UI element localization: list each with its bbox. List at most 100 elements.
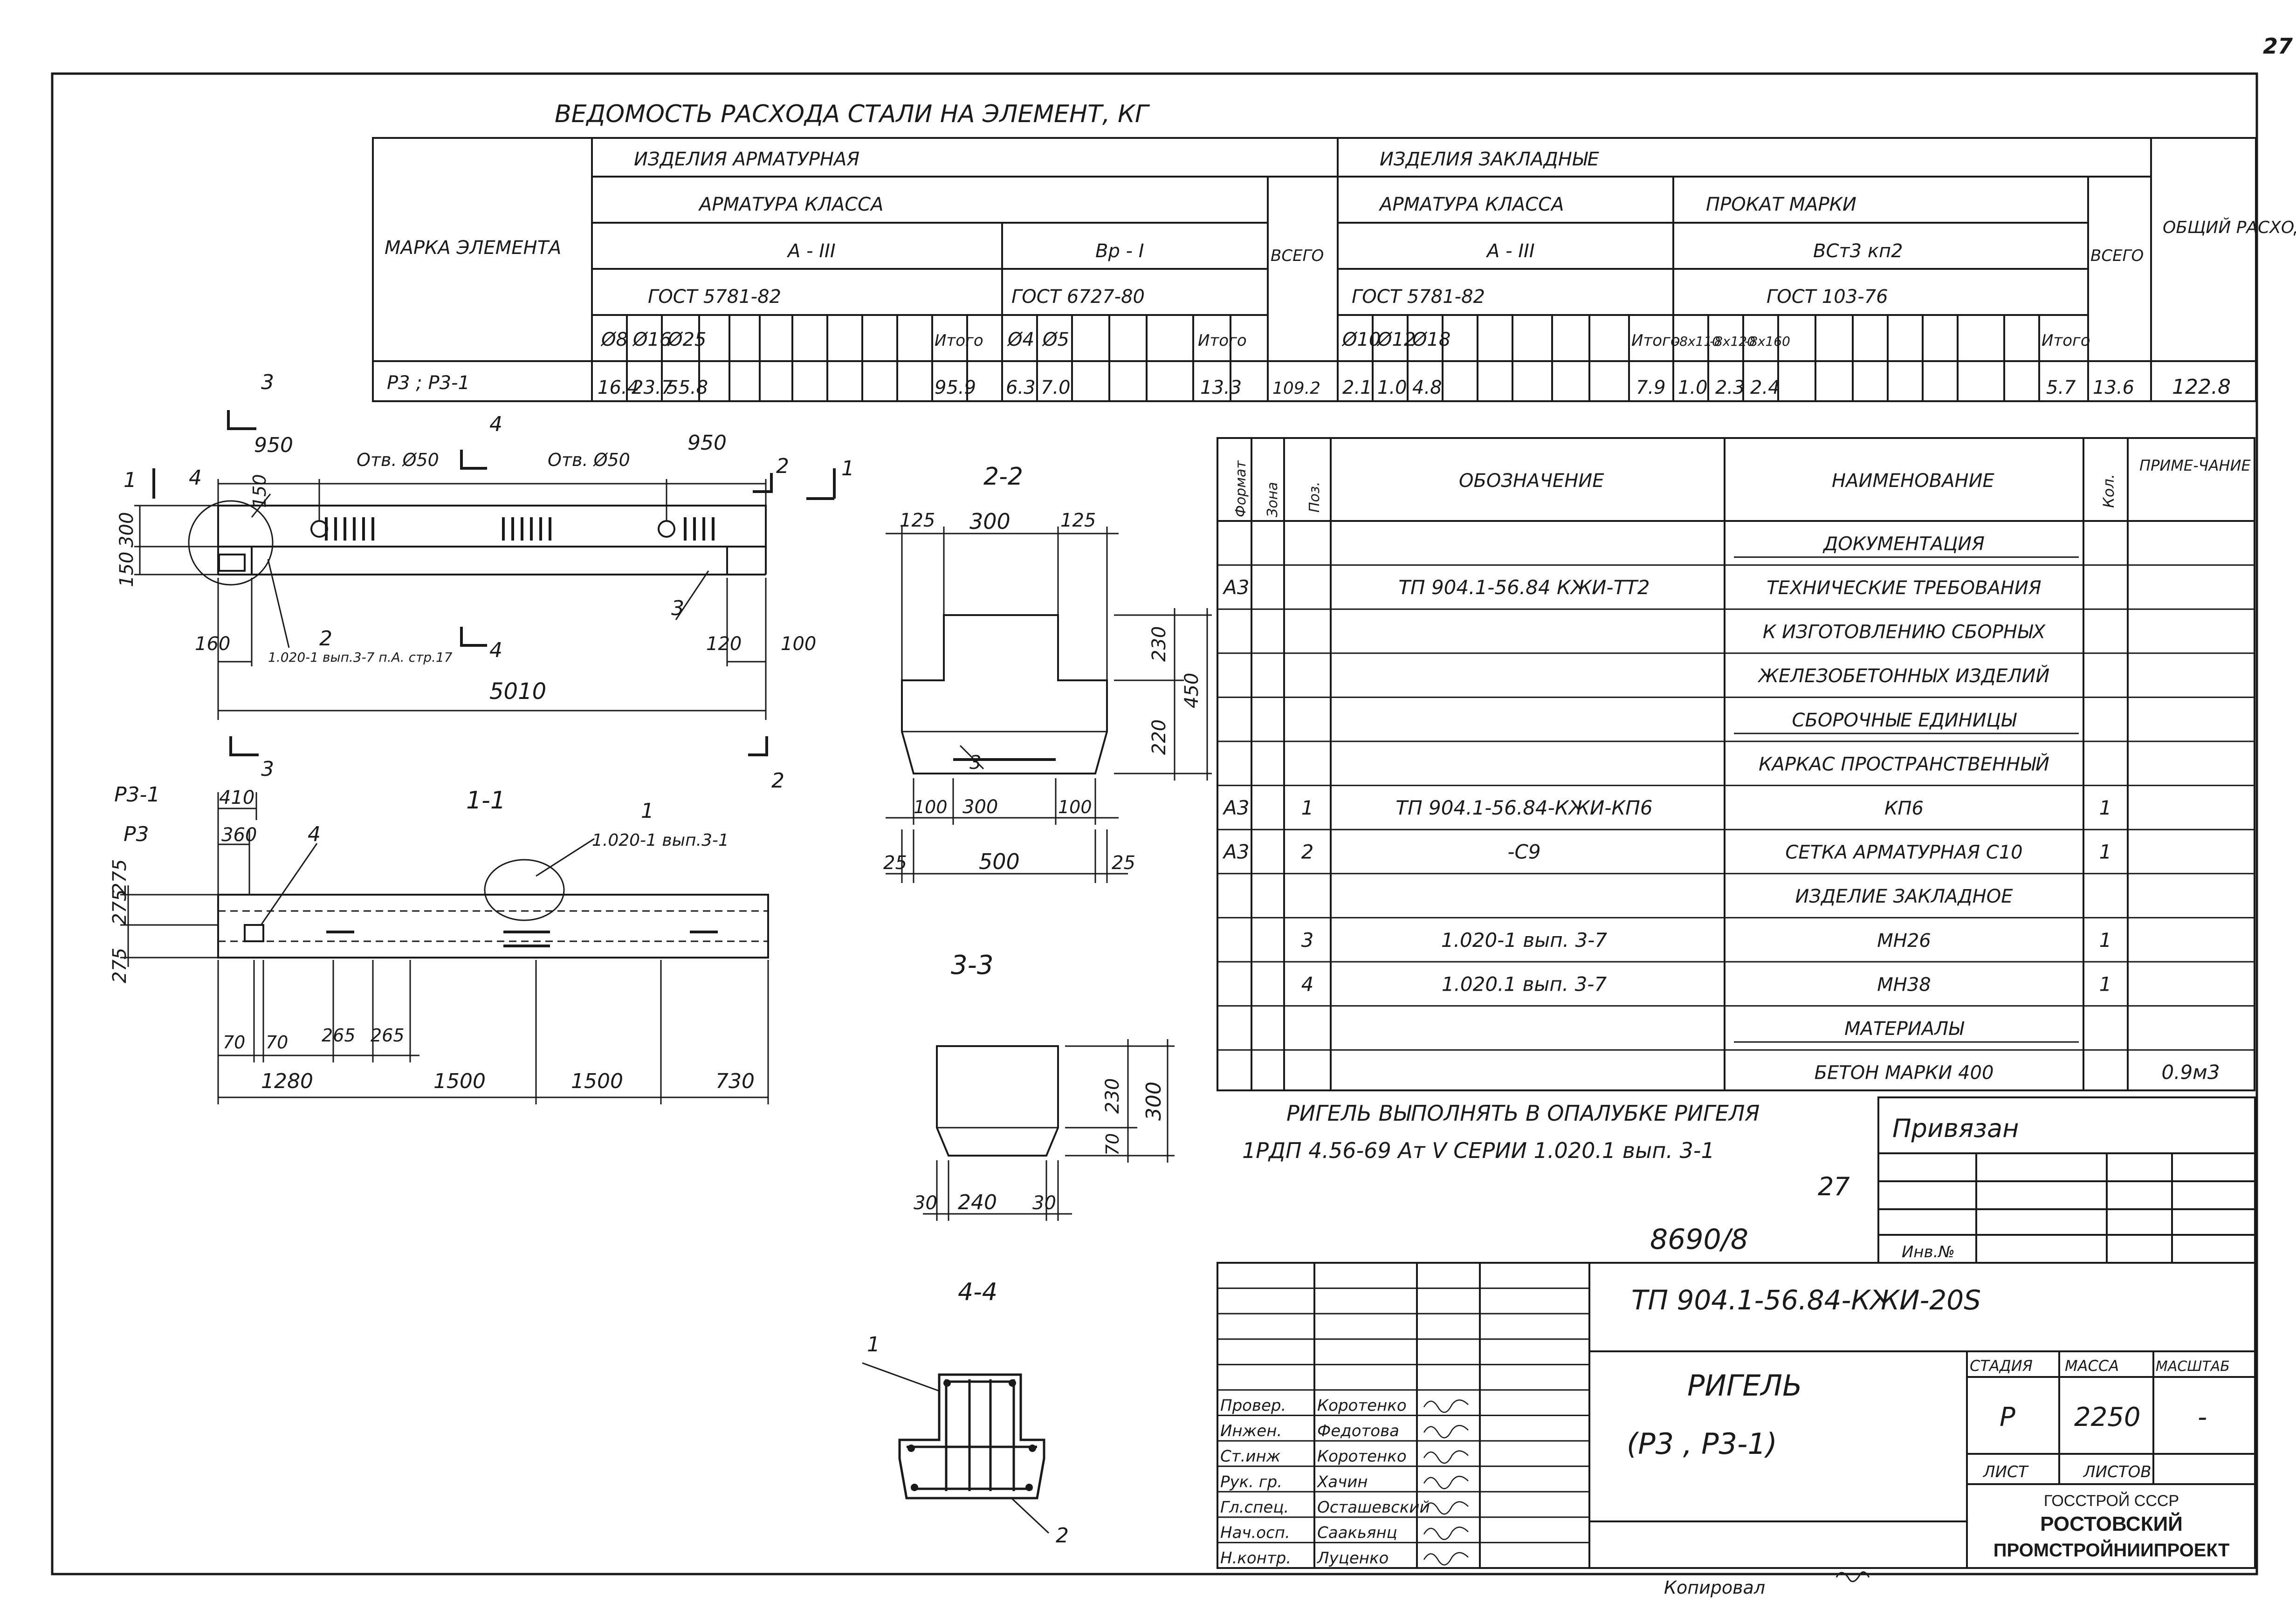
g4-head-2: -8х120	[1710, 334, 1755, 349]
cut-mark-4-bottom: 4	[489, 638, 502, 662]
g2-head-2: Ø5	[1042, 329, 1069, 350]
front-pos-2: 2	[319, 627, 332, 651]
title-block-row-lines	[1217, 1287, 1589, 1543]
reinf-total-header: ВСЕГО	[1271, 247, 1324, 265]
sheet-label: ЛИСТ	[1982, 1463, 2029, 1481]
signer-role: Ст.инж	[1220, 1447, 1281, 1466]
spec-row: МАТЕРИАЛЫ	[1734, 1018, 2079, 1043]
cut-mark-3-bottom: 3	[261, 757, 274, 781]
g1-head-3: Ø25	[667, 329, 706, 350]
spec-cell-name: МАТЕРИАЛЫ	[1844, 1018, 1965, 1040]
cut-mark-1-left: 1	[124, 468, 137, 492]
section-4-4: 4-4 1 2	[862, 1278, 1069, 1548]
s22-dim-220: 220	[1148, 719, 1170, 755]
plan-view: Р3-1 Р3 410 360 1-1 4 1 1.020-1 вып.3-1 …	[109, 783, 769, 1104]
scale-label: МАСШТАБ	[2156, 1358, 2230, 1375]
spec-cell-name: ТЕХНИЧЕСКИЕ ТРЕБОВАНИЯ	[1767, 577, 2041, 599]
org-line-2: РОСТОВСКИЙ	[2040, 1512, 2183, 1535]
steel-table: ВЕДОМОСТЬ РАСХОДА СТАЛИ НА ЭЛЕМЕНТ, КГ	[372, 100, 2296, 402]
s33-dim-300: 300	[1142, 1082, 1166, 1121]
spec-cell-name: СБОРОЧНЫЕ ЕДИНИЦЫ	[1792, 710, 2017, 731]
spec-row: К ИЗГОТОВЛЕНИЮ СБОРНЫХ	[1763, 622, 2046, 643]
s44-pos-2: 2	[1056, 1524, 1069, 1548]
s33-dim-230: 230	[1102, 1078, 1123, 1114]
spec-cell-name: ДОКУМЕНТАЦИЯ	[1822, 533, 1985, 555]
privyazan-box: Привязан Инв.№	[1877, 1096, 2256, 1264]
spec-cell-name: ИЗДЕЛИЕ ЗАКЛАДНОЕ	[1795, 886, 2013, 907]
front-pos-4: 4	[189, 466, 202, 490]
dim-5010: 5010	[489, 678, 546, 705]
s33-dim-30-b: 30	[1032, 1192, 1056, 1214]
signer-role: Провер.	[1220, 1397, 1286, 1415]
g4-val-3: 2.4	[1750, 377, 1780, 398]
signer-row: Нач.осп. Саакьянц	[1220, 1523, 1469, 1542]
spec-cell-pos: 1	[1301, 796, 1314, 819]
emb-gost-5781: ГОСТ 5781-82	[1352, 286, 1485, 308]
dim-730: 730	[715, 1069, 755, 1093]
s22-dim-300: 300	[969, 509, 1011, 534]
g3-head-1: Ø10	[1341, 329, 1381, 350]
dim-950-left: 950	[254, 433, 293, 457]
g2-itogo: Итого	[1198, 331, 1247, 350]
s22-dim-25-a: 25	[883, 852, 907, 874]
privyazan-inv-label: Инв.№	[1902, 1243, 1955, 1261]
sheet-frame	[51, 72, 2258, 1575]
signer-role: Н.контр.	[1220, 1549, 1291, 1568]
dim-100: 100	[781, 633, 816, 655]
dim-150-top: 150	[249, 474, 270, 508]
g4-val-1: 1.0	[1678, 377, 1708, 398]
signer-role: Инжен.	[1220, 1422, 1282, 1440]
drawing-code: ТП 904.1-56.84-КЖИ-20S	[1631, 1284, 1981, 1316]
signer-row: Провер.Коротенко	[1220, 1397, 1469, 1415]
g1-val-2: 23.7	[632, 377, 674, 398]
stage-value: Р	[2000, 1402, 2015, 1432]
g4-itogo: Итого	[2042, 331, 2090, 350]
embedded-header: ИЗДЕЛИЯ ЗАКЛАДНЫЕ	[1380, 149, 1600, 170]
dim-1500-b: 1500	[571, 1069, 623, 1093]
signer-row: Ст.инж Коротенко	[1220, 1447, 1469, 1466]
section-2-2-outline	[901, 614, 1108, 774]
grand-total: 122.8	[2172, 375, 2231, 399]
row-mark: Р3 ; Р3-1	[387, 372, 470, 394]
cut-mark-3-top: 3	[261, 370, 274, 394]
front-pos-3: 3	[671, 596, 684, 620]
spec-row: ДОКУМЕНТАЦИЯ	[1734, 533, 2079, 558]
dim-265-b: 265	[371, 1025, 405, 1046]
g4-val-2: 2.3	[1715, 377, 1745, 398]
signer-name: Коротенко	[1317, 1447, 1407, 1466]
label-p3: Р3	[124, 822, 149, 846]
spec-head-pos: Поз.	[1306, 482, 1323, 513]
g1-val-1: 16.4	[598, 377, 639, 398]
signer-name: Федотова	[1317, 1422, 1399, 1440]
org-line-3: ПРОМСТРОЙНИИПРОЕКТ	[1994, 1539, 2230, 1561]
section-1-1-title: 1-1	[466, 787, 506, 815]
section-2-2: 2-2 125 300	[883, 463, 1212, 883]
signer-row: Гл.спец.Осташевский	[1220, 1498, 1469, 1517]
s33-dim-30-a: 30	[914, 1192, 937, 1214]
dim-300: 300	[116, 512, 137, 548]
dim-275-b: 275	[109, 890, 131, 925]
signer-role: Нач.осп.	[1220, 1523, 1290, 1542]
signature-mark	[1423, 1399, 1469, 1413]
part-name-line-1: РИГЕЛЬ	[1687, 1369, 1802, 1403]
s22-dim-125-b: 125	[1060, 510, 1096, 531]
cut-mark-4-top: 4	[489, 412, 502, 436]
signer-name: Саакьянц	[1317, 1523, 1397, 1542]
signature-mark	[1423, 1552, 1469, 1566]
g2-val-2: 7.0	[1041, 377, 1071, 398]
dim-150-bottom: 150	[116, 552, 137, 587]
g3-total: 7.9	[1636, 377, 1666, 398]
dim-275-c: 275	[109, 948, 131, 983]
g1-head-2: Ø16	[632, 329, 671, 350]
class-bp1: Вр - I	[1095, 240, 1144, 262]
section-4-4-title: 4-4	[958, 1278, 997, 1306]
g4-head-3: -8х160	[1745, 334, 1790, 349]
signer-row: Инжен. Федотова	[1220, 1422, 1469, 1440]
rolled-header: ПРОКАТ МАРКИ	[1706, 194, 1856, 215]
section-3-3: 3-3 230 300 70 30 240 30	[914, 950, 1175, 1221]
cut-mark-1-right: 1	[841, 457, 854, 480]
dim-120: 120	[706, 633, 742, 655]
